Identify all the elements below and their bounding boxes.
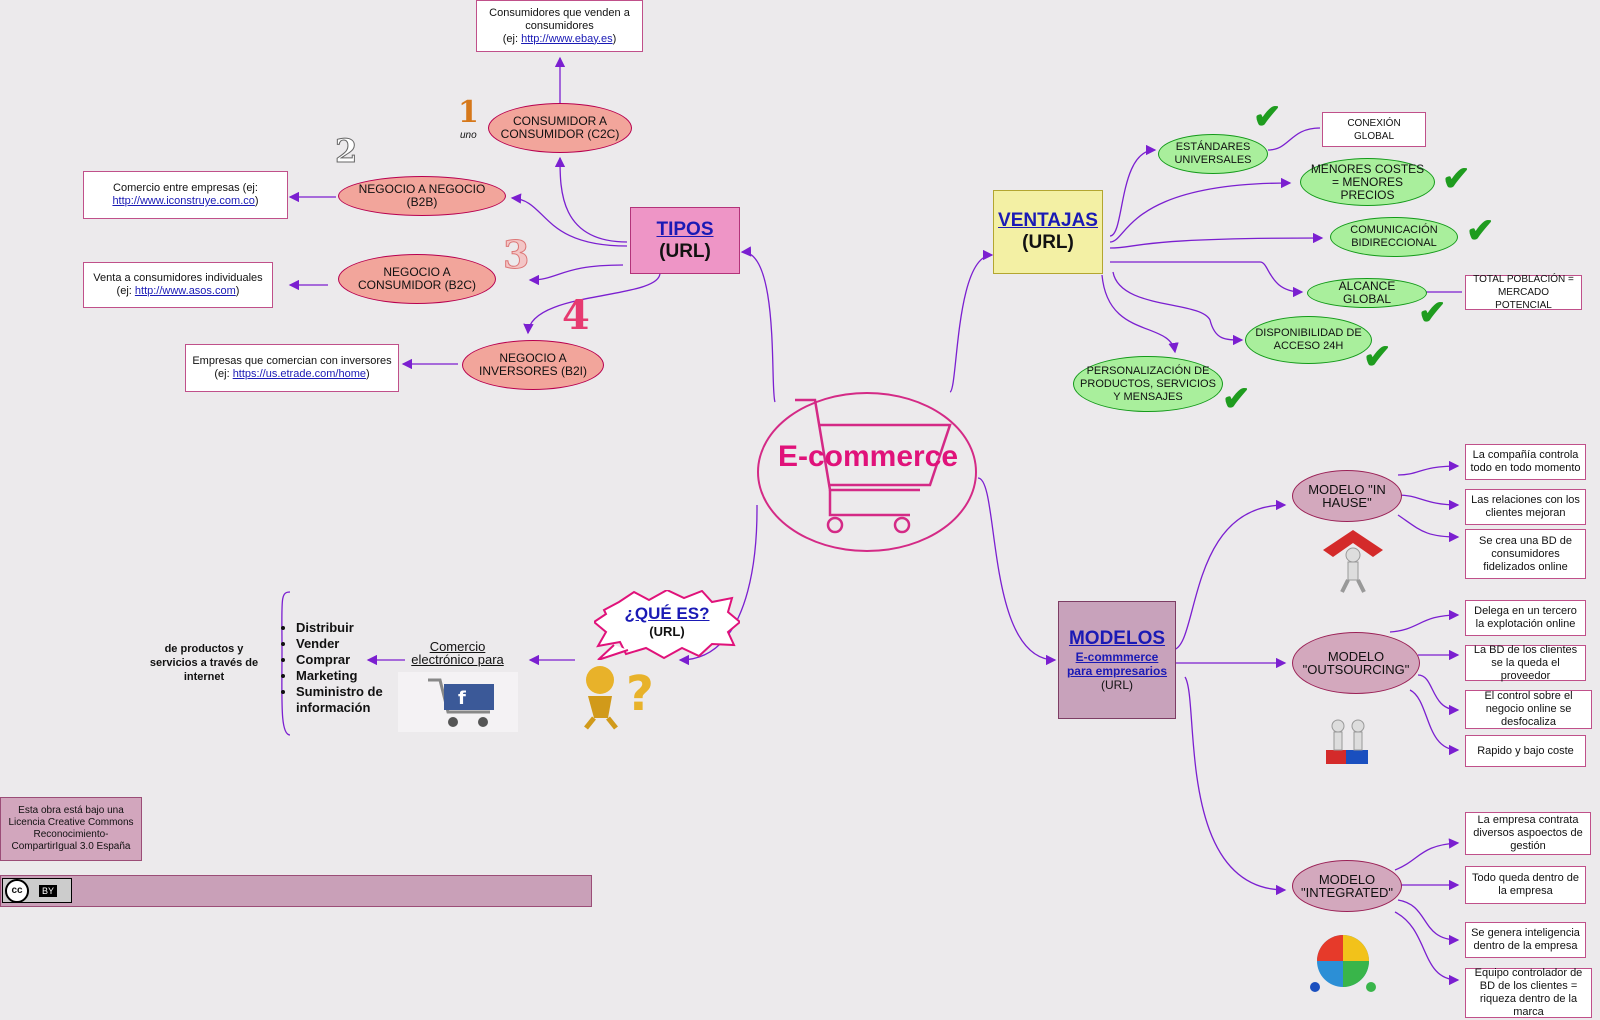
que-es-url[interactable]: (URL) — [649, 623, 685, 639]
comercio-label: Comercio electrónico para — [411, 639, 504, 667]
desc-b2c-prefix: (ej: — [116, 285, 135, 297]
desc-inhause-2: Las relaciones con los clientes mejoran — [1465, 489, 1586, 525]
node-integrated[interactable]: MODELO "INTEGRATED" — [1292, 860, 1402, 912]
modelos-title[interactable]: MODELOS — [1068, 628, 1166, 649]
modelos-sub1[interactable]: E-commmerce — [1075, 650, 1159, 664]
center-node[interactable] — [757, 392, 977, 552]
number-four-icon: 4 — [562, 292, 590, 339]
license-box: Esta obra está bajo una Licencia Creativ… — [0, 797, 142, 861]
check-icon-2: ✔ — [1442, 160, 1471, 198]
starburst-shape — [594, 590, 740, 660]
desc-integrated-3: Se genera inteligencia dentro de la empr… — [1465, 922, 1586, 958]
list-item: Comprar — [296, 652, 416, 668]
check-icon-4: ✔ — [1418, 294, 1447, 332]
svg-text:?: ? — [626, 666, 654, 722]
de-productos-label: de productos y servicios a través de int… — [149, 643, 259, 683]
modelos-url[interactable]: (URL) — [1101, 678, 1133, 692]
link-etrade[interactable]: https://us.etrade.com/home — [232, 368, 366, 380]
svg-text:f: f — [458, 688, 466, 709]
desc-c2c-suffix: ) — [612, 32, 617, 45]
link-ebay[interactable]: http://www.ebay.es — [521, 32, 613, 45]
house-person-icon — [1318, 525, 1388, 593]
link-iconstruye[interactable]: http://www.iconstruye.com.co — [112, 195, 255, 207]
node-comunicacion[interactable]: COMUNICACIÓN BIDIRECCIONAL — [1330, 217, 1458, 257]
desc-b2c: Venta a consumidores individuales (ej: h… — [83, 262, 273, 308]
desc-integrated-2: Todo queda dentro de la empresa — [1465, 866, 1586, 904]
desc-b2i-prefix: (ej: — [214, 368, 233, 380]
node-b2b[interactable]: NEGOCIO A NEGOCIO (B2B) — [338, 176, 506, 216]
node-disponibilidad[interactable]: DISPONIBILIDAD DE ACCESO 24H — [1245, 316, 1372, 364]
number-two-icon: 2 — [334, 132, 358, 171]
tipos-url[interactable]: (URL) — [659, 240, 711, 262]
list-item: Vender — [296, 636, 416, 652]
node-conexion-global: CONEXIÓN GLOBAL — [1322, 112, 1426, 147]
desc-outsourcing-4: Rapido y bajo coste — [1465, 735, 1586, 767]
number-three-icon: 3 — [502, 232, 530, 278]
node-outsourcing[interactable]: MODELO "OUTSOURCING" — [1292, 632, 1420, 694]
tipos-node[interactable]: TIPOS (URL) — [630, 207, 740, 274]
number-one-icon: 1 — [458, 95, 479, 130]
node-b2c[interactable]: NEGOCIO A CONSUMIDOR (B2C) — [338, 254, 496, 304]
license-bar — [0, 875, 592, 907]
node-personalizacion[interactable]: PERSONALIZACIÓN DE PRODUCTOS, SERVICIOS … — [1073, 356, 1223, 412]
node-poblacion: TOTAL POBLACIÓN = MERCADO POTENCIAL — [1465, 274, 1582, 311]
list-item: Marketing — [296, 668, 416, 684]
ventajas-title[interactable]: VENTAJAS — [998, 210, 1098, 231]
number-one-word: uno — [460, 130, 477, 141]
activities-list: Distribuir Vender Comprar Marketing Sumi… — [278, 620, 416, 716]
node-b2i[interactable]: NEGOCIO A INVERSORES (B2I) — [462, 340, 604, 390]
cart-icon — [795, 398, 952, 534]
list-item: Suministro de información — [296, 684, 416, 716]
check-icon-3: ✔ — [1466, 212, 1495, 250]
node-inhause[interactable]: MODELO "IN HAUSE" — [1292, 470, 1402, 522]
center-title: E-commerce — [777, 440, 959, 473]
que-es-title[interactable]: ¿QUÉ ES? — [624, 603, 710, 623]
question-person-icon: ? — [578, 660, 668, 730]
check-icon-1: ✔ — [1253, 98, 1282, 136]
que-es-node[interactable]: ¿QUÉ ES? (URL) — [600, 598, 734, 644]
desc-b2c-text: Venta a consumidores individuales — [93, 272, 263, 284]
puzzle-people-icon — [1318, 712, 1378, 770]
desc-outsourcing-2: La BD de los clientes se la queda el pro… — [1465, 644, 1586, 682]
ventajas-node[interactable]: VENTAJAS (URL) — [993, 190, 1103, 274]
node-costes[interactable]: MENORES COSTES = MENORES PRECIOS — [1300, 158, 1435, 206]
modelos-node[interactable]: MODELOS E-commmerce para empresarios (UR… — [1058, 601, 1176, 719]
desc-integrated-4: Equipo controlador de BD de los clientes… — [1465, 967, 1592, 1018]
node-estandares[interactable]: ESTÁNDARES UNIVERSALES — [1158, 134, 1268, 174]
by-icon: BY — [39, 884, 58, 897]
desc-outsourcing-1: Delega en un tercero la explotación onli… — [1465, 600, 1586, 636]
desc-c2c-text: Consumidores que venden a consumidores — [489, 6, 630, 32]
check-icon-6: ✔ — [1222, 380, 1251, 418]
desc-b2b-suffix: ) — [254, 195, 259, 207]
puzzle-globe-icon — [1305, 925, 1381, 1001]
desc-b2i-suffix: ) — [365, 368, 370, 380]
node-alcance[interactable]: ALCANCE GLOBAL — [1307, 278, 1427, 308]
tipos-title[interactable]: TIPOS — [656, 218, 714, 240]
desc-inhause-3: Se crea una BD de consumidores fidelizad… — [1465, 529, 1586, 579]
link-asos[interactable]: http://www.asos.com — [134, 285, 236, 297]
desc-b2i: Empresas que comercian con inversores (e… — [185, 344, 399, 392]
ventajas-url[interactable]: (URL) — [1022, 232, 1074, 253]
cc-badge[interactable]: cc BY — [2, 878, 72, 903]
check-icon-5: ✔ — [1363, 338, 1392, 376]
modelos-sub2[interactable]: para empresarios — [1066, 664, 1168, 678]
desc-b2b: Comercio entre empresas (ej: http://www.… — [83, 171, 288, 219]
desc-b2c-suffix: ) — [235, 285, 240, 297]
desc-b2i-text: Empresas que comercian con inversores — [192, 355, 392, 367]
desc-c2c-prefix: (ej: — [502, 32, 522, 45]
desc-b2b-text: Comercio entre empresas (ej: — [113, 182, 258, 194]
facebook-cart-icon: f — [398, 672, 518, 732]
desc-outsourcing-3: El control sobre el negocio online se de… — [1465, 690, 1592, 729]
cc-icon: cc — [5, 878, 29, 903]
desc-c2c: Consumidores que venden a consumidores (… — [476, 0, 643, 52]
node-c2c[interactable]: CONSUMIDOR A CONSUMIDOR (C2C) — [488, 103, 632, 153]
desc-integrated-1: La empresa contrata diversos aspoectos d… — [1465, 812, 1591, 855]
desc-inhause-1: La compañía controla todo en todo moment… — [1465, 444, 1586, 480]
list-item: Distribuir — [296, 620, 416, 636]
